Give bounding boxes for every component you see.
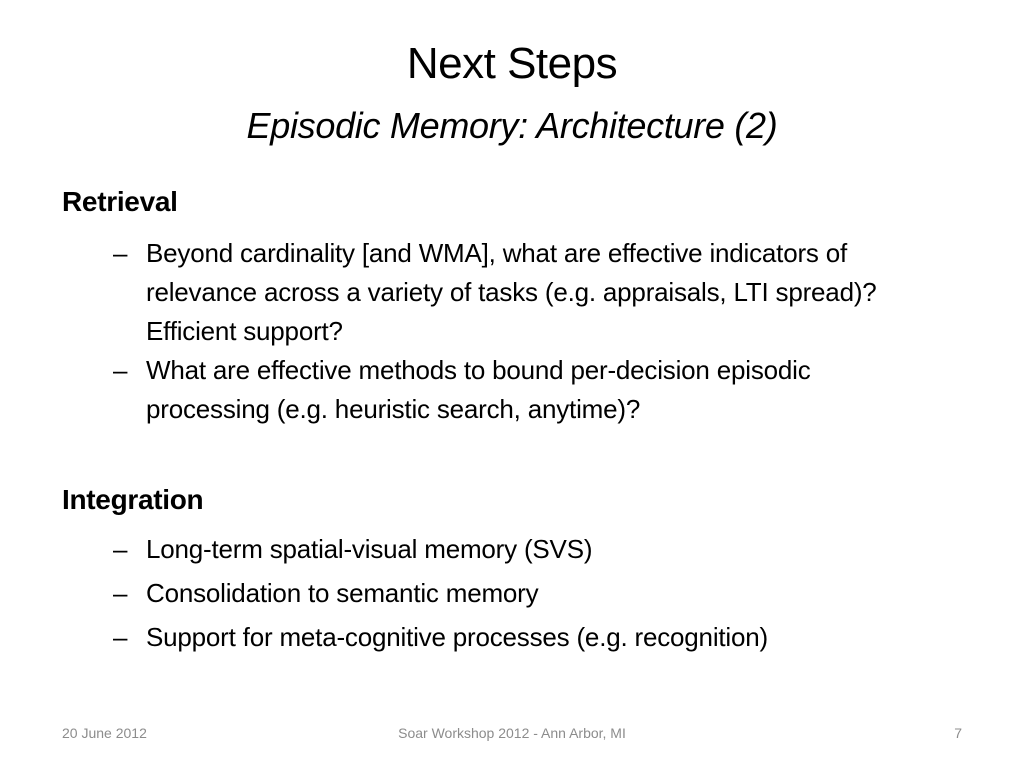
bullet-item: – Consolidation to semantic memory bbox=[113, 574, 903, 613]
bullet-dash: – bbox=[113, 578, 128, 608]
footer-date: 20 June 2012 bbox=[62, 725, 147, 741]
bullet-dash: – bbox=[113, 622, 128, 652]
slide-number: 7 bbox=[954, 725, 962, 741]
bullet-dash: – bbox=[113, 355, 128, 385]
bullet-item: – What are effective methods to bound pe… bbox=[113, 351, 903, 429]
bullet-item: – Long-term spatial-visual memory (SVS) bbox=[113, 530, 903, 569]
bullet-item: – Beyond cardinality [and WMA], what are… bbox=[113, 234, 903, 351]
bullet-dash: – bbox=[113, 238, 128, 268]
slide-title: Next Steps bbox=[406, 39, 618, 88]
bullet-text: Long-term spatial-visual memory (SVS) bbox=[146, 534, 593, 564]
slide-subtitle: Episodic Memory: Architecture (2) bbox=[246, 105, 778, 146]
section-heading-integration: Integration bbox=[62, 484, 204, 515]
bullet-item: – Support for meta-cognitive processes (… bbox=[113, 618, 903, 657]
bullet-text: Support for meta-cognitive processes (e.… bbox=[146, 622, 768, 652]
footer-event: Soar Workshop 2012 - Ann Arbor, MI bbox=[398, 725, 626, 741]
bullet-text: Beyond cardinality [and WMA], what are e… bbox=[146, 238, 877, 346]
section-heading-retrieval: Retrieval bbox=[62, 186, 178, 217]
bullet-text: What are effective methods to bound per-… bbox=[146, 355, 811, 424]
bullet-dash: – bbox=[113, 534, 128, 564]
bullet-text: Consolidation to semantic memory bbox=[146, 578, 539, 608]
